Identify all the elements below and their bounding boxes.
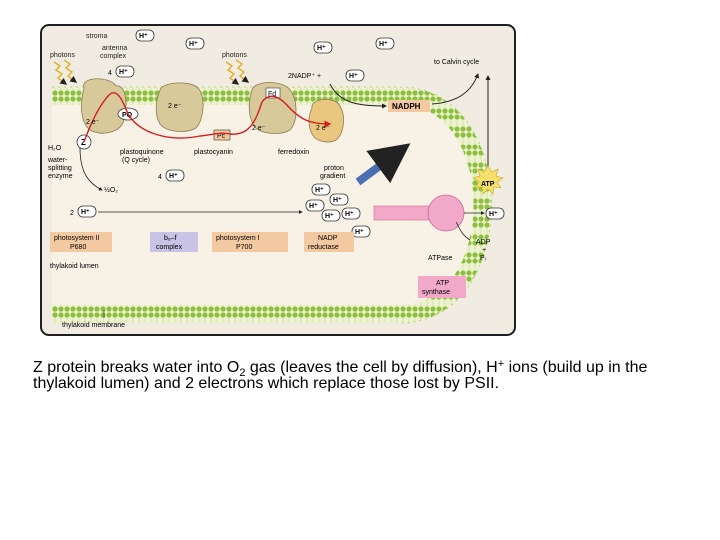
label-2e-b: 2 e⁻ [168, 103, 182, 110]
svg-text:H⁺: H⁺ [119, 69, 128, 76]
svg-text:H⁺: H⁺ [315, 187, 324, 194]
label-z: Z [81, 138, 86, 147]
arrow-adp-to-synthase [455, 221, 471, 241]
svg-text:H⁺: H⁺ [379, 41, 388, 48]
nadph-box [388, 100, 430, 112]
label-thylakoid-lumen: thylakoid lumen [50, 263, 99, 270]
label-two-h: 2 [70, 210, 74, 217]
label-four-mid: 4 [158, 174, 162, 181]
label-2e-a: 2 e⁻ [86, 119, 100, 126]
cytochrome-b6f-protein [155, 82, 204, 132]
nadp-reductase-protein [308, 99, 344, 143]
label-four-left: 4 [108, 70, 112, 77]
arrow-water-split [79, 147, 103, 191]
svg-text:H⁺: H⁺ [349, 73, 358, 80]
svg-text:H⁺: H⁺ [189, 41, 198, 48]
svg-text:ATP: ATP [481, 181, 495, 188]
svg-text:H⁺: H⁺ [355, 229, 364, 236]
photosystem-i-protein [248, 82, 297, 134]
label-atpase: ATPase [428, 255, 452, 262]
proton-badges-stroma: H⁺ H⁺ H⁺ H⁺ H⁺ H⁺ [115, 29, 395, 82]
electron-transport-path [83, 92, 332, 143]
label-pc: Pc [217, 133, 226, 140]
label-adp-pi: ADP+Pᵢ [476, 239, 491, 262]
fd-carrier [265, 87, 281, 99]
svg-text:H⁺: H⁺ [345, 211, 354, 218]
svg-text:H⁺: H⁺ [309, 203, 318, 210]
label-nadph: NADPH [392, 102, 421, 111]
label-to-calvin-cycle: to Calvin cycle [434, 59, 479, 66]
label-ferredoxin: ferredoxin [278, 149, 309, 156]
caption-part2: gas (leaves the cell by diffusion), H [245, 359, 498, 376]
label-nadp-equation: 2NADP⁺ + [288, 73, 321, 80]
label-2e-c: 2 e⁻ [252, 125, 266, 132]
photon-arrows-right [225, 59, 250, 85]
label-stroma: stroma [86, 33, 108, 40]
label-2e-d: 2 e⁻ [316, 125, 330, 132]
label-photons-left: photons [50, 52, 75, 59]
label-pq: PQ [122, 112, 133, 119]
photon-arrows-left [53, 59, 78, 85]
caption-subscript-2: 2 [239, 367, 246, 379]
svg-text:H⁺: H⁺ [317, 45, 326, 52]
caption-part3: ions (build up in the thylakoid lumen) a… [33, 359, 648, 392]
atp-synthase-complex [373, 194, 485, 232]
label-fd: Fd [268, 91, 276, 98]
caption-text: Z protein breaks water into O2 gas (leav… [33, 358, 693, 392]
svg-text:H⁺: H⁺ [139, 33, 148, 40]
svg-text:H⁺: H⁺ [325, 213, 334, 220]
atp-synthase-box [418, 276, 466, 298]
label-plastocyanin: plastocyanin [194, 149, 233, 156]
caption-superscript-plus: + [497, 358, 505, 370]
svg-text:H⁺: H⁺ [169, 173, 178, 180]
pc-carrier [213, 129, 231, 141]
svg-text:H⁺: H⁺ [333, 197, 342, 204]
arrow-nadp-to-nadph [329, 83, 387, 109]
label-photons-right: photons [222, 52, 247, 59]
label-half-o2: ½O₂ [104, 186, 118, 194]
svg-text:H⁺: H⁺ [489, 211, 498, 218]
proton-badges-lumen: H⁺ H⁺ H⁺ H⁺ H⁺ H⁺ H⁺ H⁺ H⁺ [77, 169, 505, 238]
caption-part1: Z protein breaks water into O [33, 359, 240, 376]
proton-flow-arrow [355, 143, 411, 186]
label-plastoquinone: plastoquinone(Q cycle) [120, 149, 164, 164]
atp-starburst: ATP [472, 165, 504, 195]
arrow-nadph-to-calvin [431, 73, 479, 105]
label-thylakoid-membrane: thylakoid membrane [62, 322, 125, 329]
label-h2o: H₂O [48, 145, 62, 152]
svg-text:H⁺: H⁺ [81, 209, 90, 216]
